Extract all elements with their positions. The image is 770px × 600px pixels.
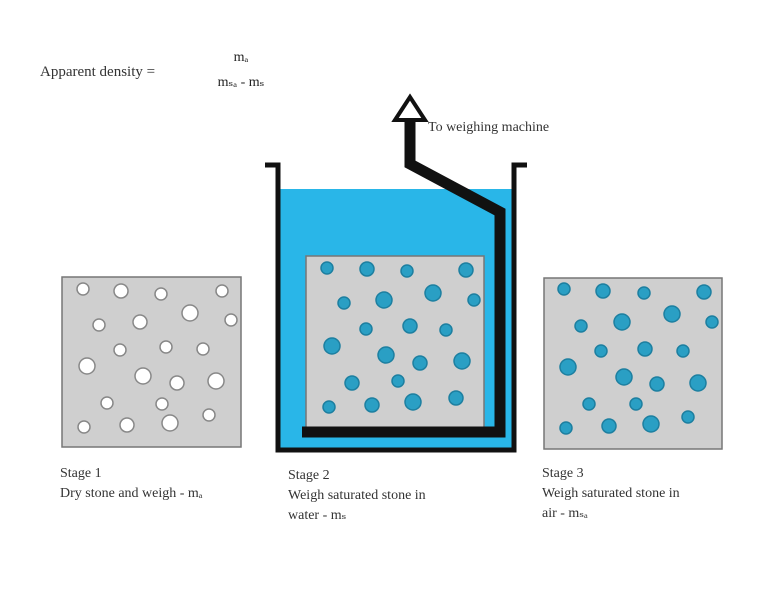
stage-1-title: Stage 1 <box>60 466 102 481</box>
pore <box>467 293 481 307</box>
pore <box>119 417 135 433</box>
dry-pores <box>76 282 238 434</box>
pore <box>159 340 173 354</box>
pore <box>344 375 360 391</box>
pore <box>402 318 418 334</box>
pore <box>78 357 96 375</box>
pore <box>77 420 91 434</box>
pore <box>448 390 464 406</box>
pore <box>412 355 428 371</box>
stage-2-description-2: water - mₛ <box>288 508 347 523</box>
pore <box>323 337 341 355</box>
pore <box>595 283 611 299</box>
pore <box>154 287 168 301</box>
pore <box>215 284 229 298</box>
pore <box>559 421 573 435</box>
pore <box>113 343 127 357</box>
pore <box>134 367 152 385</box>
pore <box>161 414 179 432</box>
pore <box>132 314 148 330</box>
saturated-pores <box>557 282 719 435</box>
pore <box>320 261 334 275</box>
pore <box>696 284 712 300</box>
pore <box>207 372 225 390</box>
pore <box>559 358 577 376</box>
pore <box>629 397 643 411</box>
pore <box>689 374 707 392</box>
pore <box>439 323 453 337</box>
weighing-machine-label: To weighing machine <box>428 120 550 135</box>
pore <box>92 318 106 332</box>
fraction-numerator: mₐ <box>233 50 249 65</box>
pore <box>594 344 608 358</box>
pore <box>76 282 90 296</box>
pore <box>400 264 414 278</box>
stage-1-description: Dry stone and weigh - mₐ <box>60 486 203 501</box>
stage-3-title: Stage 3 <box>542 466 584 481</box>
pore <box>458 262 474 278</box>
pore <box>202 408 216 422</box>
pore <box>642 415 660 433</box>
stage-3-caption: Stage 3 Weigh saturated stone in air - m… <box>542 464 680 524</box>
stage-2-title: Stage 2 <box>288 468 330 483</box>
pore <box>574 319 588 333</box>
pore <box>224 313 238 327</box>
pore <box>637 286 651 300</box>
pore <box>663 305 681 323</box>
pore <box>337 296 351 310</box>
pore <box>676 344 690 358</box>
pore <box>169 375 185 391</box>
pore <box>557 282 571 296</box>
pore <box>196 342 210 356</box>
pore <box>613 313 631 331</box>
pore <box>705 315 719 329</box>
suspension-cradle <box>302 118 506 438</box>
pore <box>404 393 422 411</box>
stage-1-caption: Stage 1 Dry stone and weigh - mₐ <box>60 464 203 504</box>
pore <box>359 322 373 336</box>
submerged-pores <box>320 261 481 414</box>
pore <box>391 374 405 388</box>
up-arrow-icon <box>391 93 429 122</box>
pore <box>453 352 471 370</box>
pore <box>155 397 169 411</box>
pore <box>322 400 336 414</box>
pore <box>637 341 653 357</box>
pore <box>359 261 375 277</box>
fraction-denominator: mₛₐ - mₛ <box>217 75 265 90</box>
pore <box>100 396 114 410</box>
pore <box>377 346 395 364</box>
stage-2-description: Weigh saturated stone in <box>288 488 426 503</box>
pore <box>582 397 596 411</box>
pore <box>649 376 665 392</box>
stage-2-caption: Stage 2 Weigh saturated stone in water -… <box>288 466 426 526</box>
pore <box>601 418 617 434</box>
pore <box>681 410 695 424</box>
density-fraction: mₐ mₛₐ - mₛ <box>206 50 276 92</box>
pore <box>615 368 633 386</box>
pore <box>375 291 393 309</box>
pore <box>364 397 380 413</box>
water-tank <box>265 162 527 453</box>
pore <box>424 284 442 302</box>
pore <box>113 283 129 299</box>
stage-3-description-2: air - mₛₐ <box>542 506 588 521</box>
stage-3-description: Weigh saturated stone in <box>542 486 680 501</box>
pore <box>181 304 199 322</box>
formula-label: Apparent density = <box>40 64 156 80</box>
